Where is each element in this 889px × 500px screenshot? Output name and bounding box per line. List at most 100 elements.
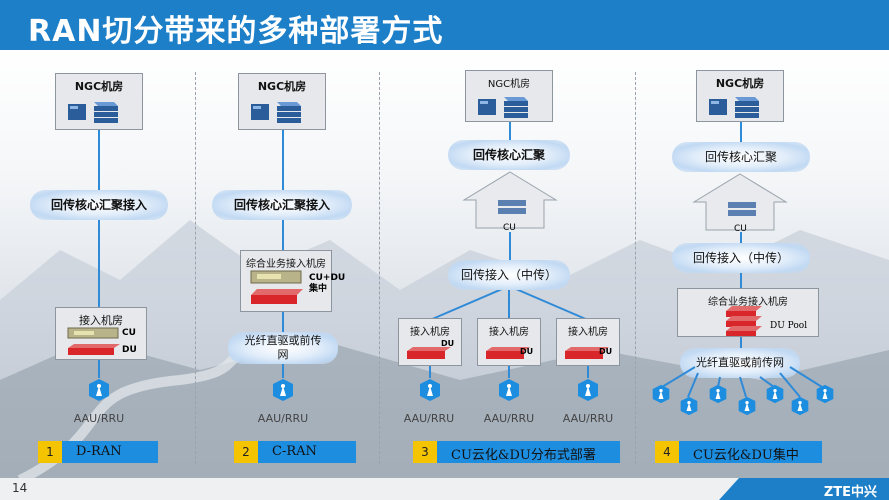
cu-du-equipment-icon [67,327,120,355]
link-line [508,366,510,378]
du-pool-label: DU Pool [770,321,808,331]
ngc-room-box: NGC机房 [238,73,326,130]
link-line [740,232,742,244]
ngc-room-box: NGC机房 [465,70,553,122]
access-room-label: 接入机房 [410,327,450,338]
du-label: DU [441,339,455,348]
antenna-tower-icon [738,396,756,416]
ngc-room-label: NGC机房 [715,77,765,90]
scenario-number-badge: 1 [38,441,62,463]
scenario-label-bar: 1 D-RAN [38,441,158,463]
scenario-number-badge: 2 [234,441,258,463]
antenna-tower-icon [791,396,809,416]
slide-title: RAN切分带来的多种部署方式 [28,14,444,49]
link-line [98,130,100,310]
fronthaul-network-node: 光纤直驱或前传网 [228,332,338,364]
aau-rru-label: AAU/RRU [403,412,455,425]
ngc-room-label: NGC机房 [257,80,307,93]
antenna-tower-icon [680,396,698,416]
fronthaul-network-node: 光纤直驱或前传网 [680,348,800,378]
scenario-name: C-RAN [272,444,317,459]
backhaul-aggregation-node: 回传核心汇聚接入 [212,190,352,220]
access-room-box: 接入机房 DU [398,318,462,366]
link-line [740,272,742,288]
antenna-tower-icon [816,384,834,404]
cu-cloud-house-icon [692,173,788,231]
backhaul-aggregation-node: 回传核心汇聚接入 [30,190,168,220]
scenario-name: CU云化&DU集中 [693,448,799,463]
server-icon [251,102,301,123]
antenna-tower-icon [578,379,598,401]
column-divider [379,72,380,464]
antenna-tower-icon [273,379,293,401]
access-room-box: 接入机房 DU [556,318,620,366]
aau-rru-label: AAU/RRU [73,412,125,425]
du-equipment-icon [407,347,451,359]
scenario-label-bar: 2 C-RAN [234,441,356,463]
cu-du-central-equipment-icon [250,270,303,304]
antenna-tower-icon [709,384,727,404]
access-room-label: 接入机房 [79,314,123,327]
link-line [429,366,431,378]
access-room-label: 接入机房 [489,327,529,338]
ngc-room-label: NGC机房 [74,80,124,93]
du-pool-equipment-icon [726,306,762,336]
ngc-room-box: NGC机房 [696,70,784,122]
aau-rru-label: AAU/RRU [483,412,535,425]
du-label: DU [520,347,534,356]
zte-logo: ZTE中兴 [719,478,889,500]
link-line [587,366,589,378]
du-equipment-icon [486,347,530,359]
cu-label: CU [122,328,136,338]
link-line [98,360,100,378]
du-label: DU [122,345,137,355]
backhaul-aggregation-node: 回传核心汇聚 [672,142,810,172]
column-divider [635,72,636,464]
scenario-name: CU云化&DU分布式部署 [451,448,596,463]
antenna-tower-icon [499,379,519,401]
cu-label: CU [503,223,516,233]
backhaul-aggregation-node: 回传核心汇聚 [448,140,570,170]
du-label: DU [599,347,613,356]
antenna-tower-icon [420,379,440,401]
integrated-service-room-box: 综合业务接入机房 CU+DU 集中 [240,250,345,312]
title-bar: RAN切分带来的多种部署方式 [0,0,889,50]
scenario-name: D-RAN [76,444,122,459]
server-icon [478,97,528,118]
cu-label: CU [734,224,747,234]
column-divider [195,72,196,464]
aau-rru-label: AAU/RRU [562,412,614,425]
fronthaul-links [661,366,823,398]
integrated-room-label: 综合业务接入机房 [708,297,788,308]
server-icon [709,97,759,118]
du-equipment-icon [565,347,609,359]
scenario-label-bar: 3 CU云化&DU分布式部署 [413,441,620,463]
cu-du-label: CU+DU [309,273,346,283]
antenna-tower-icon [766,384,784,404]
access-room-label: 接入机房 [568,327,608,338]
ngc-room-box: NGC机房 [55,73,143,130]
midhaul-links [429,285,589,321]
cu-cloud-house-icon [462,171,558,229]
logo-text: ZTE中兴 [823,485,877,500]
aau-rru-label: AAU/RRU [257,412,309,425]
scenario-number-badge: 3 [413,441,437,463]
link-line [740,337,742,349]
access-room-box: 接入机房 CU DU [55,307,147,360]
server-icon [68,102,118,123]
midhaul-access-node: 回传接入（中传） [672,243,810,273]
footer: 14 ZTE中兴 [0,478,889,500]
link-line [509,122,511,150]
link-line [740,122,742,142]
access-room-box: 接入机房 DU [477,318,541,366]
integrated-room-label: 综合业务接入机房 [246,259,326,270]
page-number: 14 [12,481,28,495]
centralized-label: 集中 [309,284,328,294]
antenna-tower-icon [89,379,109,401]
midhaul-access-node: 回传接入（中传） [448,260,570,290]
antenna-tower-icon [652,384,670,404]
integrated-service-room-box: 综合业务接入机房 DU Pool [677,288,819,337]
link-line [509,232,511,262]
scenario-number-badge: 4 [655,441,679,463]
ngc-room-label: NGC机房 [487,79,531,90]
